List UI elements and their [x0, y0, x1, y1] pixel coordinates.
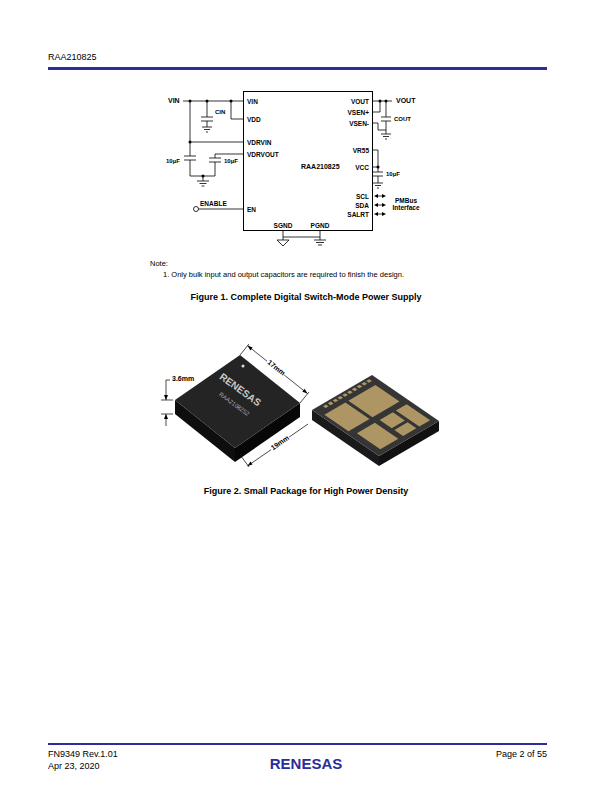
package-top-view: [175, 355, 300, 462]
drawing-circle: [206, 100, 209, 103]
vcc-capacitor: [373, 150, 383, 188]
drawing-rect: [323, 404, 329, 408]
pin-name: SGND: [274, 222, 293, 229]
package-bottom-view: [312, 375, 439, 466]
drawing-rect: [380, 412, 405, 428]
drawing-circle: [202, 175, 205, 178]
component-value: 10µF: [386, 171, 400, 178]
drawing-path: [235, 424, 308, 467]
component-label: CIN: [215, 109, 225, 116]
enable-wire: [199, 209, 244, 210]
figure-caption: Figure 2. Small Package for High Power D…: [204, 486, 409, 496]
component-value: 10µF: [166, 158, 180, 165]
drawing-rect: [396, 404, 430, 426]
pin-name: VSEN+: [348, 109, 370, 116]
drawing-circle: [379, 100, 382, 103]
figure-caption: Figure 1. Complete Digital Switch-Mode P…: [190, 292, 421, 302]
part-number: RAA210825: [301, 163, 340, 171]
dimension: 3.6mm: [172, 375, 194, 383]
net-label: VOUT: [396, 97, 415, 105]
note-heading: Note:: [150, 260, 168, 269]
drawing-polygon: [248, 346, 253, 351]
dimension-lines: [161, 344, 309, 467]
driver-capacitors: [184, 101, 243, 186]
drawing-circle: [230, 100, 233, 103]
drawing-polygon: [382, 212, 386, 216]
vdd-wire: [231, 101, 243, 119]
pin-name: PGND: [311, 222, 330, 229]
pin-name: SCL: [356, 193, 369, 200]
drawing-polygon: [164, 395, 168, 400]
drawing-circle: [189, 141, 192, 144]
drawing-polygon: [382, 194, 386, 198]
drawing-polygon: [312, 375, 439, 456]
pin-name: VIN: [247, 98, 258, 105]
drawing-rect: [357, 385, 363, 389]
drawing-circle: [242, 365, 245, 368]
drawing-rect: [352, 388, 358, 392]
document-date: Apr 23, 2020: [48, 761, 100, 771]
pin-name: VDRVIN: [247, 139, 271, 146]
drawing-circle: [189, 100, 192, 103]
dimension-arrowheads: [164, 346, 308, 466]
drawing-rect: [347, 390, 353, 394]
junctions-and-heads: [189, 100, 388, 217]
input-capacitor: [183, 101, 243, 132]
pin-name: VR55: [353, 147, 369, 154]
drawing-rect: [333, 399, 339, 403]
drawing-polygon: [382, 203, 386, 207]
drawing-rect: [348, 385, 399, 417]
drawing-polygon: [302, 389, 307, 394]
signal-label: ENABLE: [200, 200, 227, 207]
drawing-rect: [328, 402, 334, 406]
drawing-rect: [361, 382, 367, 386]
drawing-polygon: [374, 194, 378, 198]
drawing-rect: [394, 422, 416, 436]
pin-name: VCC: [355, 164, 369, 171]
drawing-path: [161, 380, 173, 426]
dimension: 19mm: [269, 434, 292, 453]
net-label: VIN: [168, 97, 180, 105]
drawing-g: [317, 379, 430, 451]
pin-name: VOUT: [351, 98, 369, 105]
drawing-polygon: [374, 203, 378, 207]
pin-name: EN: [247, 206, 256, 213]
dimension: 17mm: [265, 358, 287, 378]
pin-name: SALRT: [347, 211, 369, 218]
component-value: 10µF: [224, 158, 238, 165]
pin-name: SDA: [355, 202, 369, 209]
drawing-circle: [385, 100, 388, 103]
output-capacitor: [373, 101, 392, 139]
footer-rule: [48, 743, 547, 745]
note-text: 1. Only bulk input and output capacitors…: [163, 271, 404, 280]
pin-name: VSEN-: [349, 120, 369, 127]
pin-name: VDRVOUT: [247, 151, 279, 158]
page-number: Page 2 of 55: [496, 749, 547, 759]
page-header: RAA210825: [48, 52, 97, 62]
document-number: FN9349 Rev.1.01: [48, 749, 118, 759]
drawing-polygon: [374, 212, 378, 216]
drawing-circle: [377, 166, 380, 169]
enable-terminal: [194, 207, 199, 212]
drawing-polygon: [164, 414, 168, 419]
company-logo: RENESAS: [270, 755, 343, 772]
drawing-rect: [337, 396, 343, 400]
ground-symbols: [277, 231, 326, 246]
wires: [183, 101, 392, 246]
drawing-polygon: [175, 355, 300, 448]
pin-name: VDD: [247, 116, 261, 123]
drawing-rect: [342, 393, 348, 397]
interface-label: PMBus Interface: [389, 197, 423, 212]
component-label: COUT: [394, 116, 411, 123]
drawing-polygon: [248, 462, 253, 467]
drawing-rect: [366, 379, 372, 383]
header-rule: [48, 67, 547, 70]
